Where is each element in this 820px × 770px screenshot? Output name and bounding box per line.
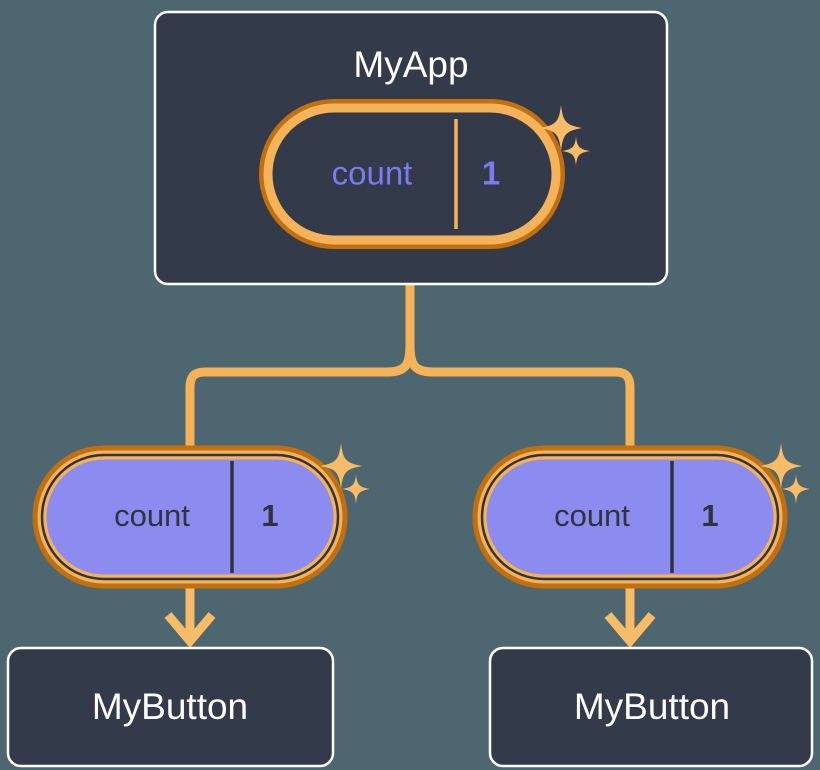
pill-inner-ring (263, 103, 561, 245)
pill-inner-ring (477, 450, 783, 584)
node-mybutton-1[interactable]: MyButton (488, 646, 814, 768)
state-pill-root[interactable]: count 1 (259, 99, 565, 249)
pill-outline (480, 453, 780, 581)
sparkle-icon-branch-0 (320, 443, 370, 504)
myapp-label: MyApp (353, 44, 468, 85)
mybutton-box (488, 646, 814, 768)
sparkle-icon-root (540, 105, 590, 166)
node-mybutton-0[interactable]: MyButton (6, 646, 335, 768)
mybutton-label: MyButton (574, 686, 730, 727)
pill-key: count (332, 155, 413, 192)
pill-value: 1 (701, 498, 718, 533)
state-pill-branch-1[interactable]: count 1 (472, 445, 788, 589)
pill-value: 1 (261, 498, 278, 533)
pill-value: 1 (482, 155, 500, 192)
pill-key: count (114, 498, 190, 533)
pill-outline (40, 453, 340, 581)
mybutton-box (6, 646, 335, 768)
mybutton-label: MyButton (92, 686, 248, 727)
arrow-down-right (604, 578, 656, 648)
sparkle-icon-branch-1 (760, 443, 810, 504)
state-pill-branch-0[interactable]: count 1 (32, 445, 348, 589)
pill-key: count (554, 498, 630, 533)
arrow-down-left (164, 578, 216, 648)
pill-inner-ring (37, 450, 343, 584)
node-myapp[interactable]: MyApp count 1 (153, 10, 669, 286)
fork-connector (185, 282, 635, 462)
